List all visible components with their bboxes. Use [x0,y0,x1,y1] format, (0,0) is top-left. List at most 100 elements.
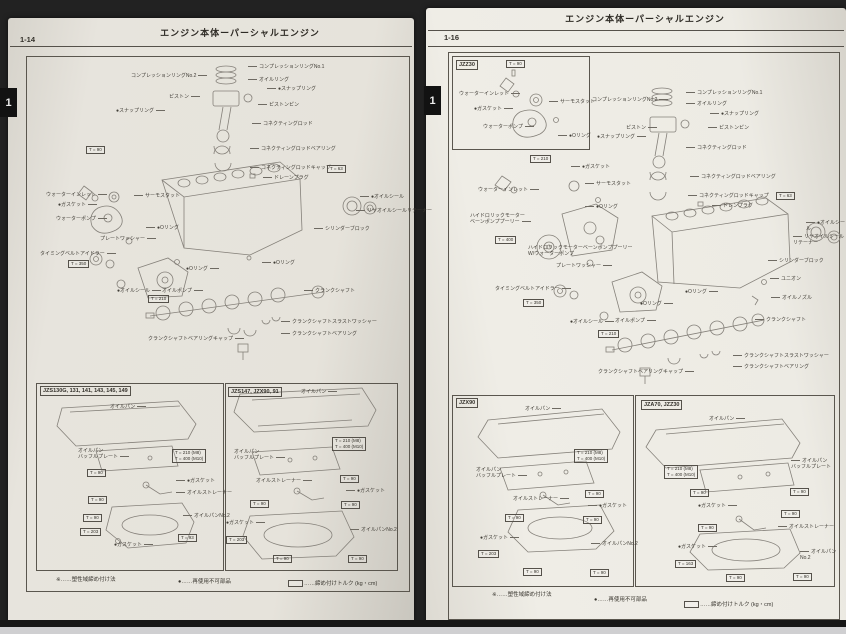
diagram-frame [26,56,410,592]
torque-spec: T = 63 [327,165,346,173]
part-label: オイルストレーナー [256,478,312,484]
torque-box-sample [684,601,699,609]
torque-spec: T = 93 [178,534,197,542]
part-label: リヤオイルシールリテーナー [793,234,845,247]
legend-torque-text: ……締め付けトルク (kg・cm) [304,581,378,587]
part-label: オイルパン [301,389,337,395]
part-label: オイルノズル [771,295,812,301]
legend-torque: ……締め付けトルク (kg・cm) [288,579,378,588]
part-label: ●ガスケット [176,478,215,484]
torque-spec: T = 350 [523,299,545,307]
torque-spec: T = 210 (M8) T = 400 (M10) [332,437,367,451]
part-label: ●ガスケット [226,520,265,526]
part-label: ●Oリング [685,289,718,295]
part-label: オイルストレーナー [513,496,569,502]
diagram-frame [448,52,840,620]
torque-spec: T = 210 (M8) T = 400 (M10) [172,449,207,463]
part-label: サーモスタット [585,181,631,187]
part-label: コンプレッションリングNo.1 [686,90,762,96]
torque-spec: T = 90 [726,574,745,582]
torque-spec: T = 90 [790,488,809,496]
part-label: オイルパン バッフルプレート [791,458,832,471]
part-label: ピストン [169,94,200,100]
torque-box-sample [288,580,303,588]
torque-spec: T = 90 [523,568,542,576]
part-label: ウォーターインレット [478,187,539,193]
torque-spec: T = 90 [348,555,367,563]
part-label: ●Oリング [640,301,673,307]
legend-non-reusable: ●……再使用不可部品 [178,579,231,585]
torque-spec: T = 90 [273,555,292,563]
variant-box-title: JZS147, JZX90, 91 [228,387,282,397]
part-label: コンプレッションリングNo.2 [592,97,668,103]
part-label: ハイドロリックモーター ベーンポンププーリー [470,213,531,226]
part-label: オイルパン [709,416,745,422]
part-label: コネクティングロッドベアリング [690,174,776,180]
torque-spec: T = 210 [530,155,552,163]
part-label: ピストンピン [258,102,299,108]
part-label: ウォーターインレット [46,192,107,198]
part-label: ●Oリング [146,225,179,231]
torque-spec: T = 90 [505,514,524,522]
variant-box-title: JZA70, JZZ30 [641,400,683,410]
table-edge-strip [0,627,846,634]
part-label: コネクティングロッドベアリング [250,146,336,152]
part-label: コネクティングロッド [252,121,313,127]
part-label: オイルリング [248,77,289,83]
part-label: ●オイルシール [360,194,404,200]
part-label: ●スナップリング [116,108,165,114]
part-label: オイルパンNo.2 [591,541,638,547]
part-label: ●Oリング [262,260,295,266]
part-label: オイルポンプ [162,288,203,294]
part-label: オイルパンNo.2 [800,549,846,562]
part-label: タイミングベルトアイドラー [495,286,571,292]
legend-plastic-region: ※……塑性域締め付け法 [492,592,552,598]
part-label: オイルパンNo.2 [350,527,397,533]
variant-box-title: JZX90 [456,398,479,408]
header-rule [428,30,844,31]
torque-spec: T = 90 [698,524,717,532]
part-label: ●オイルシール [806,220,846,233]
variant-box-title: JZS130G, 131, 141, 143, 145, 149 [40,386,131,396]
part-label: ●Oリング [558,133,591,139]
part-label: ●ガスケット [58,202,97,208]
part-label: クランクシャフト [304,288,355,294]
part-label: ●オイルシール [117,288,161,294]
part-label: プレートワッシャー [556,263,612,269]
part-label: ●スナップリング [267,86,316,92]
part-label: オイルパン [525,406,561,412]
torque-spec: T = 90 [583,516,602,524]
part-label: オイルストレーナー [778,524,834,530]
part-label: オイルパン [110,404,146,410]
torque-spec: T = 210 [598,330,620,338]
torque-spec: T = 63 [776,192,795,200]
torque-spec: T = 210 [148,295,170,303]
torque-spec: T = 90 [250,500,269,508]
part-label: クランクシャフトベアリングキャップ [148,336,244,342]
torque-spec: T = 350 [68,260,90,268]
photo-shadow-strip [0,620,846,627]
part-label: コネクティングロッドキャップ [250,165,331,171]
part-label: コネクティングロッドキャップ [688,193,769,199]
part-label: シリンダーブロック [768,258,824,264]
part-label: サーモスタット [549,99,595,105]
torque-spec: T = 90 [590,569,609,577]
torque-spec: T = 90 [86,146,105,154]
torque-spec: T = 90 [341,501,360,509]
part-label: リヤオイルシールリテーナー [356,208,432,214]
part-label: ●ガスケット [474,106,513,112]
part-label: ●スナップリング [597,134,646,140]
header-rule [10,46,412,47]
torque-spec: T = 90 [87,469,106,477]
torque-spec: T = 210 (M8) T = 400 (M10) [664,465,699,479]
part-label: オイルストレーナー [176,490,232,496]
torque-spec: T = 400 [495,236,517,244]
part-label: ●ガスケット [698,503,737,509]
variant-box-jzx90 [452,395,634,587]
variant-box-jzs147 [225,383,398,571]
torque-spec: T = 90 [585,490,604,498]
part-label: ハイドロリックモーターベーンポンププーリー W/ウォーターポンプ [528,245,633,258]
torque-spec: T = 90 [340,475,359,483]
variant-box-jza70 [635,395,835,587]
